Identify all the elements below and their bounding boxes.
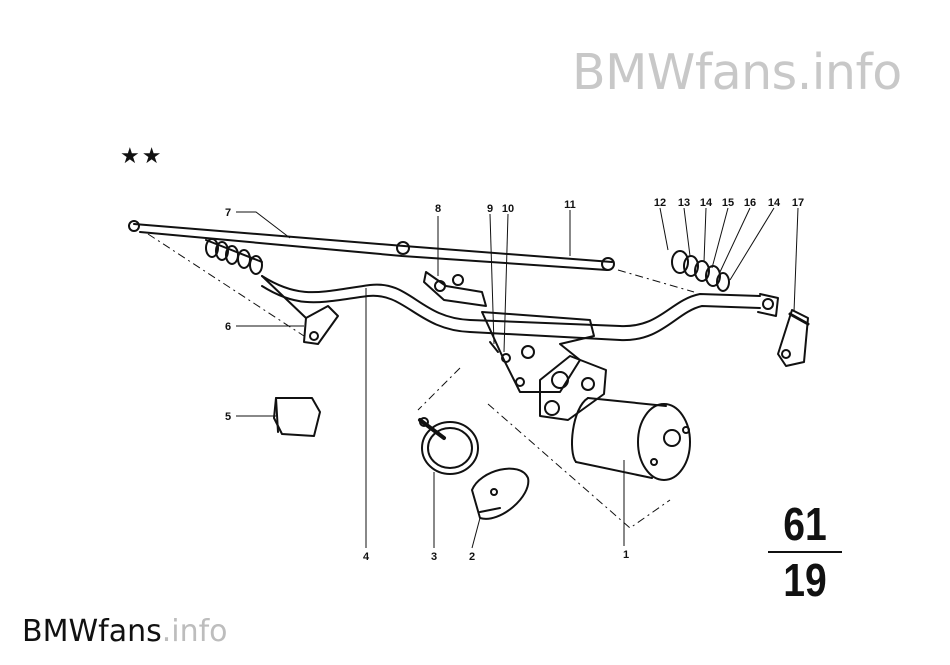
linkage-rod <box>128 220 615 271</box>
callout-6: 6 <box>225 321 231 333</box>
callout-10: 10 <box>502 203 514 215</box>
page-number: 61 19 <box>768 500 842 604</box>
page-divider <box>768 551 842 553</box>
watermark-brand: BMWfans <box>572 44 797 101</box>
callout-9: 9 <box>487 203 493 215</box>
callout-12: 12 <box>654 197 666 209</box>
group-marker: ★★ <box>120 143 164 168</box>
mounting-bracket-right <box>777 309 810 367</box>
mounting-bracket-left <box>261 275 339 345</box>
bolts <box>489 341 511 363</box>
callout-3: 3 <box>431 551 437 563</box>
callout-2: 2 <box>469 551 475 563</box>
callout-8: 8 <box>435 203 441 215</box>
wiper-frame <box>261 275 779 342</box>
callout-17: 17 <box>792 197 804 209</box>
callout-labels: 1 2 3 4 5 6 7 8 9 10 11 12 13 14 15 16 1… <box>225 197 804 563</box>
leader-lines <box>236 207 799 549</box>
watermark-top: BMWfans.info <box>572 44 902 101</box>
drive-gear <box>418 417 479 475</box>
callout-1: 1 <box>623 549 629 561</box>
left-spindle <box>205 238 263 275</box>
watermark-brand: BMWfans <box>22 614 162 649</box>
callout-4: 4 <box>363 551 370 563</box>
callout-5: 5 <box>225 411 231 423</box>
right-spindle-parts <box>671 250 730 292</box>
gearbox-housing <box>539 355 607 421</box>
crank-arm <box>423 271 487 307</box>
callout-13: 13 <box>678 197 690 209</box>
page-subgroup: 19 <box>783 554 827 606</box>
callout-7: 7 <box>225 207 231 219</box>
watermark-bottom: BMWfans.info <box>22 614 228 649</box>
page-group: 61 <box>783 498 827 550</box>
rubber-buffer <box>273 397 321 437</box>
wiper-motor <box>571 397 691 481</box>
watermark-suffix: .info <box>161 614 228 649</box>
callout-11: 11 <box>564 199 576 211</box>
callout-14-a: 14 <box>700 197 713 209</box>
watermark-suffix: .info <box>796 44 902 101</box>
gear-cover <box>471 467 530 520</box>
callout-14-b: 14 <box>768 197 781 209</box>
callout-16: 16 <box>744 197 756 209</box>
assembly-lines <box>147 233 695 529</box>
callout-15: 15 <box>722 197 734 209</box>
